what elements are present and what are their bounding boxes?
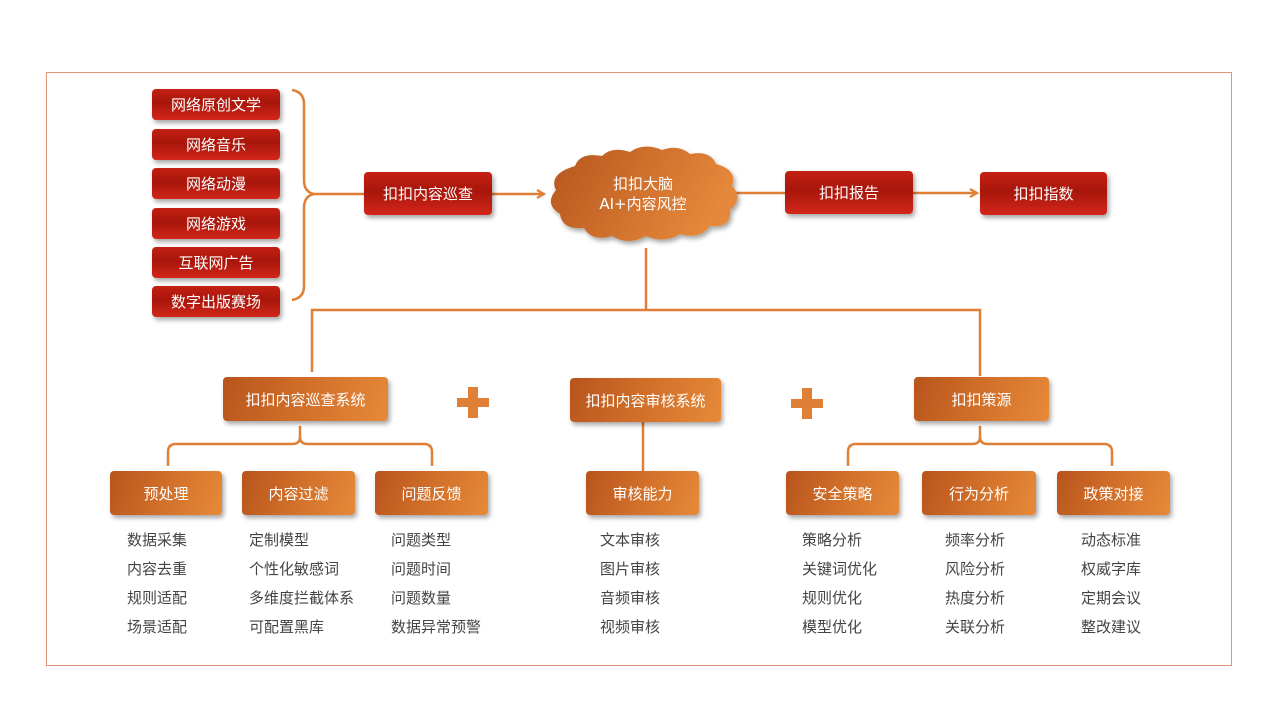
source-box-music: 网络音乐 — [152, 129, 280, 160]
list-item: 数据异常预警 — [391, 618, 482, 636]
list-item: 多维度拦截体系 — [249, 589, 355, 607]
list-item: 风险分析 — [945, 560, 1006, 578]
list-item: 关键词优化 — [802, 560, 878, 578]
list-item: 定期会议 — [1081, 589, 1142, 607]
plus-icon — [457, 387, 489, 418]
plus-icon — [791, 388, 823, 419]
preprocess-list: 数据采集 内容去重 规则适配 场景适配 — [127, 526, 187, 642]
issue-feedback-box: 问题反馈 — [375, 471, 488, 515]
preprocess-box: 预处理 — [110, 471, 222, 515]
brain-label-line2: AI+内容风控 — [599, 195, 687, 213]
policy-source-box: 扣扣策源 — [914, 377, 1049, 421]
source-box-digital-publishing: 数字出版赛场 — [152, 286, 280, 317]
list-item: 内容去重 — [127, 560, 188, 578]
issue-feedback-list: 问题类型 问题时间 问题数量 数据异常预警 — [391, 526, 481, 642]
report-box: 扣扣报告 — [785, 171, 913, 214]
patrol-system-brace — [166, 426, 434, 466]
list-item: 热度分析 — [945, 589, 1006, 607]
patrol-box: 扣扣内容巡查 — [364, 172, 492, 215]
list-item: 规则优化 — [802, 589, 863, 607]
brain-cloud — [550, 146, 738, 241]
list-item: 视频审核 — [600, 618, 661, 636]
content-filter-list: 定制模型 个性化敏感词 多维度拦截体系 可配置黑库 — [249, 526, 354, 642]
list-item: 文本审核 — [600, 531, 661, 549]
source-box-advertising: 互联网广告 — [152, 247, 280, 278]
list-item: 数据采集 — [127, 531, 188, 549]
list-item: 可配置黑库 — [249, 618, 325, 636]
list-item: 音频审核 — [600, 589, 661, 607]
diagram-frame — [46, 72, 1232, 666]
list-item: 问题时间 — [391, 560, 452, 578]
list-item: 规则适配 — [127, 589, 188, 607]
policy-docking-list: 动态标准 权威字库 定期会议 整改建议 — [1081, 526, 1141, 642]
security-strategy-list: 策略分析 关键词优化 规则优化 模型优化 — [802, 526, 877, 642]
list-item: 权威字库 — [1081, 560, 1142, 578]
list-item: 问题数量 — [391, 589, 452, 607]
policy-source-brace — [846, 426, 1114, 466]
source-box-original-literature: 网络原创文学 — [152, 89, 280, 120]
sources-brace — [291, 88, 315, 302]
list-item: 策略分析 — [802, 531, 863, 549]
brain-label: 扣扣大脑 AI+内容风控 — [550, 174, 736, 214]
list-item: 定制模型 — [249, 531, 310, 549]
list-item: 场景适配 — [127, 618, 188, 636]
review-capability-box: 审核能力 — [586, 471, 699, 515]
list-item: 频率分析 — [945, 531, 1006, 549]
security-strategy-box: 安全策略 — [786, 471, 899, 515]
index-box: 扣扣指数 — [980, 172, 1107, 215]
content-filter-box: 内容过滤 — [242, 471, 355, 515]
policy-docking-box: 政策对接 — [1057, 471, 1170, 515]
patrol-system-box: 扣扣内容巡查系统 — [223, 377, 388, 421]
list-item: 整改建议 — [1081, 618, 1142, 636]
source-box-animation: 网络动漫 — [152, 168, 280, 199]
source-box-games: 网络游戏 — [152, 208, 280, 239]
behavior-analysis-box: 行为分析 — [922, 471, 1036, 515]
list-item: 图片审核 — [600, 560, 661, 578]
brain-label-line1: 扣扣大脑 — [612, 175, 673, 193]
review-system-box: 扣扣内容审核系统 — [570, 378, 721, 422]
behavior-analysis-list: 频率分析 风险分析 热度分析 关联分析 — [945, 526, 1005, 642]
list-item: 动态标准 — [1081, 531, 1142, 549]
list-item: 个性化敏感词 — [249, 560, 340, 578]
list-item: 模型优化 — [802, 618, 863, 636]
list-item: 关联分析 — [945, 618, 1006, 636]
list-item: 问题类型 — [391, 531, 452, 549]
review-capability-list: 文本审核 图片审核 音频审核 视频审核 — [600, 526, 660, 642]
